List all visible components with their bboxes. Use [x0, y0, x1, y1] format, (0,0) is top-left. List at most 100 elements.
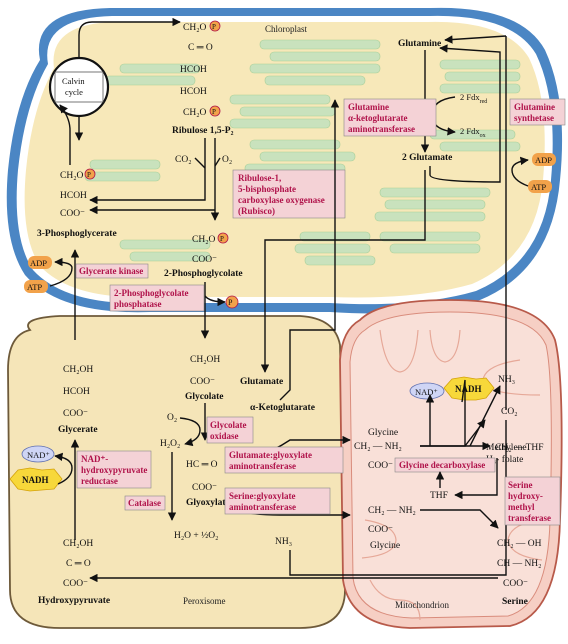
co2-o2-inputs: CO₂ O₂ — [175, 155, 232, 165]
glutamate-label: Glutamate — [240, 377, 283, 387]
svg-text:COO⁻: COO⁻ — [192, 483, 217, 493]
svg-text:carboxylase oxygenase: carboxylase oxygenase — [238, 195, 325, 205]
phosphate-label: P — [220, 235, 224, 243]
rubp-ch2o: CH₂O — [183, 23, 207, 33]
enzyme-glu-glyox: Glutamate:glyoxylate aminotransferase — [224, 446, 344, 474]
atp-badge-left: ATP — [24, 280, 48, 293]
enzyme-phosphoglycolate-phosphatase: 2-Phosphoglycolate phosphatase — [109, 284, 205, 312]
rubp-ch2o-bottom: CH₂O — [183, 108, 207, 118]
svg-text:Glycine decarboxylase: Glycine decarboxylase — [399, 460, 485, 470]
hydroxypyruvate-label: Hydroxypyruvate — [38, 596, 110, 606]
svg-text:COO⁻: COO⁻ — [190, 377, 215, 387]
nad-badge-peroxisome: NAD⁺ — [21, 445, 55, 463]
svg-text:Serine:glyoxylate: Serine:glyoxylate — [229, 491, 296, 501]
nadh-badge-peroxisome: NADH — [9, 467, 63, 492]
svg-text:(Rubisco): (Rubisco) — [238, 206, 275, 216]
svg-text:hydroxy-: hydroxy- — [508, 491, 543, 501]
svg-text:ADP: ADP — [30, 258, 47, 268]
svg-text:Glutamine: Glutamine — [348, 102, 389, 112]
enzyme-rubisco: Ribulose-1, 5-bisphosphate carboxylase o… — [232, 169, 346, 219]
svg-text:ATP: ATP — [531, 182, 546, 192]
svg-text:NAD⁺: NAD⁺ — [27, 450, 50, 460]
nh3-peroxisome-label: NH₃ — [275, 537, 292, 547]
svg-text:Glutamate:glyoxylate: Glutamate:glyoxylate — [229, 450, 312, 460]
rubp-c-eq-o: C ═ O — [188, 43, 213, 53]
glycerate-structure: CH₂OH HCOH COO⁻ Glycerate — [58, 365, 98, 435]
adp-badge-left: ADP — [28, 256, 52, 269]
svg-text:COO⁻: COO⁻ — [63, 409, 88, 419]
ch2-thf-label: CH₂ — THF — [495, 443, 544, 453]
enzyme-shmt: Serine hydroxy- methyl transferase — [504, 476, 561, 526]
glycolate-structure: CH₂OH COO⁻ Glycolate — [185, 355, 224, 402]
svg-text:aminotransferase: aminotransferase — [348, 124, 415, 134]
enzyme-glycerate-kinase: Glycerate kinase — [75, 263, 149, 279]
svg-text:aminotransferase: aminotransferase — [229, 461, 296, 471]
svg-text:NAD⁺-: NAD⁺- — [81, 454, 108, 464]
svg-text:Catalase: Catalase — [128, 498, 161, 508]
svg-text:CH₂OH: CH₂OH — [190, 355, 220, 365]
phosphate-icon — [217, 232, 229, 244]
svg-text:oxidase: oxidase — [210, 431, 239, 441]
svg-text:CH — NH₂: CH — NH₂ — [497, 559, 541, 569]
chloroplast-compartment: Chloroplast — [6, 7, 563, 314]
svg-text:CH₂ — NH₂: CH₂ — NH₂ — [354, 442, 402, 452]
pi-label: P — [228, 298, 233, 307]
fdx-ox-label: 2 Fdxox — [460, 126, 486, 139]
thf-label: THF — [430, 491, 448, 501]
svg-text:ATP: ATP — [27, 282, 42, 292]
glyoxylate-structure: HC ═ O COO⁻ Glyoxylate — [186, 460, 230, 508]
svg-text:Serine: Serine — [508, 480, 533, 490]
svg-text:α-ketoglutarate: α-ketoglutarate — [348, 113, 408, 123]
adp-badge-right: ADP — [532, 153, 556, 166]
glyoxylate-label: Glyoxylate — [186, 498, 230, 508]
2pg-label: 2-Phosphoglycolate — [164, 269, 243, 279]
svg-text:methyl: methyl — [508, 502, 535, 512]
svg-text:transferase: transferase — [508, 513, 551, 523]
co2-label: CO₂ — [175, 155, 192, 165]
svg-text:C ═ O: C ═ O — [66, 559, 91, 569]
svg-text:NADH: NADH — [22, 475, 49, 485]
o2-label: O₂ — [222, 155, 232, 165]
enzyme-catalase: Catalase — [124, 495, 166, 511]
peroxisome-compartment: Peroxisome — [7, 315, 346, 629]
svg-text:2-Phosphoglycolate: 2-Phosphoglycolate — [114, 288, 189, 298]
svg-text:Glutamine: Glutamine — [514, 102, 555, 112]
3-phosphoglycerate-structure: CH₂O P HCOH COO⁻ 3-Phosphoglycerate — [37, 168, 117, 239]
enzyme-glycolate-oxidase: Glycolate oxidase — [206, 416, 254, 444]
3pg-label: 3-Phosphoglycerate — [37, 229, 117, 239]
phosphate-icon — [209, 105, 221, 117]
h4folate-label: H₄- folate — [486, 454, 523, 465]
methylene-label: Methylene — [486, 443, 527, 453]
svg-text:COO⁻: COO⁻ — [503, 579, 528, 589]
pi-badge: P — [225, 295, 239, 309]
nh3-mito-label: NH₃ — [498, 375, 515, 385]
svg-text:COO⁻: COO⁻ — [368, 461, 393, 471]
svg-text:NADH: NADH — [455, 384, 482, 394]
svg-text:Glycerate kinase: Glycerate kinase — [79, 266, 143, 276]
svg-text:CH₂OH: CH₂OH — [63, 539, 93, 549]
svg-text:HC ═ O: HC ═ O — [186, 460, 218, 470]
glycolate-label: Glycolate — [185, 392, 224, 402]
2pg-coo: COO⁻ — [192, 255, 217, 265]
2pg-ch2o: CH₂O — [192, 235, 216, 245]
enzyme-gdc: Glycine decarboxylase — [394, 457, 496, 473]
nadh-badge-mito: NADH — [443, 376, 495, 401]
svg-text:5-bisphosphate: 5-bisphosphate — [238, 184, 296, 194]
glycerate-label: Glycerate — [58, 425, 98, 435]
co2-mito-label: CO₂ — [501, 407, 518, 417]
serine-label: Serine — [502, 597, 528, 607]
svg-text:HCOH: HCOH — [63, 387, 90, 397]
enzyme-gogat: Glutamine α-ketoglutarate aminotransfera… — [343, 98, 437, 137]
glutamine-cycle: Glutamine 2 Fdxred 2 Fdxox 2 Glutamate — [398, 39, 487, 163]
svg-text:synthetase: synthetase — [514, 113, 554, 123]
phosphate-label: P — [212, 108, 216, 116]
phosphate-icon — [84, 168, 96, 180]
nad-badge-mito: NAD⁺ — [409, 382, 445, 400]
3pg-ch2o: CH₂O — [60, 171, 84, 181]
phosphate-label: P — [87, 171, 91, 179]
svg-text:aminotransferase: aminotransferase — [229, 502, 296, 512]
glycine-label-1: Glycine — [368, 428, 398, 438]
svg-text:ADP: ADP — [535, 155, 552, 165]
